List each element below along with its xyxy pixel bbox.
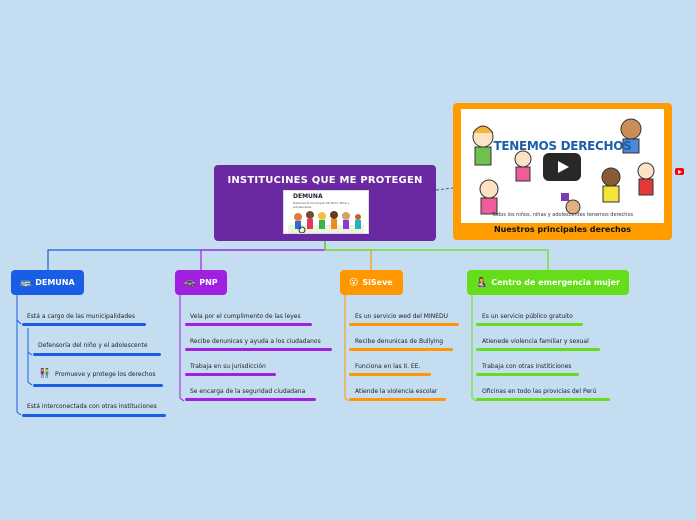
youtube-icon[interactable]: [675, 168, 684, 175]
video-node[interactable]: TENEMOS DERECHOS Todos los niños, niñas …: [453, 103, 672, 240]
cem-leaf-3-underline: [476, 373, 579, 376]
siseve-leaf-3-underline: [349, 373, 431, 376]
siseve-leaf-4-underline: [349, 398, 446, 401]
video-thumbnail[interactable]: TENEMOS DERECHOS Todos los niños, niñas …: [461, 109, 664, 223]
siseve-leaf-2[interactable]: Recibe denunicas de Bullying: [355, 338, 443, 345]
central-topic-title: INSTITUCINES QUE ME PROTEGEN: [214, 175, 436, 186]
cem-leaf-1[interactable]: Es un servicio público gratuito: [482, 313, 573, 320]
branch-pnp-label: PNP: [199, 278, 217, 287]
demuna-leaf-1[interactable]: Está a cargo de las municipalidades: [27, 313, 135, 320]
video-image-heading: TENEMOS DERECHOS: [461, 139, 664, 153]
children-illustration: [288, 205, 364, 233]
demuna-leaf-3-underline: [33, 384, 163, 387]
demuna-leaf-4[interactable]: Está interconectada con otras institucio…: [27, 403, 157, 410]
demuna-poster-title: DEMUNA: [293, 193, 323, 200]
demuna-poster-image: DEMUNA Defensoría Municipal del Niño, Ni…: [283, 190, 369, 234]
branch-demuna[interactable]: 🚌 DEMUNA: [11, 270, 84, 295]
pnp-leaf-3[interactable]: Trabaja en su jurisdicción: [190, 363, 266, 370]
branch-pnp[interactable]: 🚓 PNP: [175, 270, 227, 295]
central-topic[interactable]: INSTITUCINES QUE ME PROTEGEN DEMUNA Defe…: [214, 165, 436, 241]
branch-demuna-label: DEMUNA: [35, 278, 74, 287]
cem-leaf-3[interactable]: Trabaja con otras institiciones: [482, 363, 571, 370]
pnp-leaf-2-underline: [185, 348, 332, 351]
cem-leaf-1-underline: [476, 323, 583, 326]
woman-icon: 🤱: [476, 278, 487, 288]
cem-leaf-2[interactable]: Atienede violencia familiar y sexual: [482, 338, 589, 345]
pnp-leaf-2[interactable]: Recibe denunicas y ayuda a los ciudadano…: [190, 338, 321, 345]
siseve-leaf-2-underline: [349, 348, 453, 351]
pnp-leaf-1[interactable]: Vela por el cumplimento de las leyes: [190, 313, 301, 320]
surprised-face-icon: 😮: [349, 278, 358, 288]
cem-leaf-4-underline: [476, 398, 610, 401]
branch-siseve-label: SiSeve: [362, 278, 392, 287]
bus-icon: 🚌: [20, 278, 31, 288]
demuna-leaf-4-underline: [22, 414, 166, 417]
police-car-icon: 🚓: [184, 278, 195, 288]
cem-leaf-4[interactable]: Oficinas en todo las provicias del Perú: [482, 388, 596, 395]
pnp-leaf-1-underline: [185, 323, 312, 326]
family-icon: 👫: [39, 369, 50, 379]
play-button-icon[interactable]: [543, 153, 581, 181]
demuna-leaf-1-underline: [22, 323, 146, 326]
branch-siseve[interactable]: 😮 SiSeve: [340, 270, 403, 295]
video-caption: Nuestros principales derechos: [453, 225, 672, 234]
cem-leaf-2-underline: [476, 348, 600, 351]
video-image-text: Todos los niños, niñas y adolescentes te…: [461, 212, 664, 218]
siseve-leaf-1-underline: [349, 323, 459, 326]
pnp-leaf-3-underline: [185, 373, 276, 376]
demuna-leaf-3[interactable]: Promueve y protege los derechos: [55, 371, 156, 378]
branch-cem-label: Centro de emergencia mujer: [491, 278, 620, 287]
siseve-leaf-1[interactable]: Es un servicio wed del MINEDU: [355, 313, 448, 320]
demuna-leaf-2-underline: [33, 353, 161, 356]
siseve-leaf-3[interactable]: Funciona en las II. EE.: [355, 363, 420, 370]
demuna-leaf-2[interactable]: Defensoría del niño y el adolescente: [38, 342, 148, 349]
siseve-leaf-4[interactable]: Atiende la violencia escolar: [355, 388, 437, 395]
branch-cem[interactable]: 🤱 Centro de emergencia mujer: [467, 270, 629, 295]
pnp-leaf-4[interactable]: Se encarga de la seguridad ciudadana: [190, 388, 305, 395]
pnp-leaf-4-underline: [185, 398, 316, 401]
